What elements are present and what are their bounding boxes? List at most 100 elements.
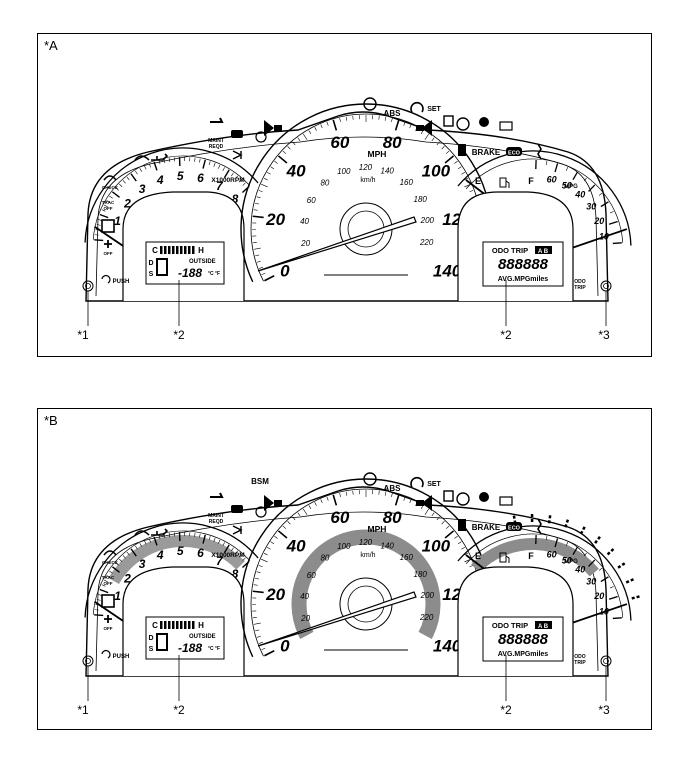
cruise-control-icon — [410, 476, 424, 488]
speedo-tick — [253, 209, 258, 211]
tach-tick — [115, 187, 119, 191]
dimmer-right-knob-center — [603, 283, 609, 289]
mpg-tick — [572, 171, 579, 181]
kmh-number-label: 20 — [300, 614, 310, 623]
mpg-segment-indicator — [631, 594, 642, 600]
tach-outer-arc — [84, 147, 259, 243]
tach-tick — [238, 553, 242, 558]
tach-number-label: 5 — [177, 544, 184, 558]
tach-tick — [218, 164, 221, 169]
speedo-tick — [253, 622, 261, 625]
kmh-number-label: 120 — [359, 163, 373, 172]
lcd-bar-segment — [184, 246, 187, 254]
lcd-fuel-temp-label: C — [152, 621, 158, 630]
speedo-tick — [314, 127, 317, 131]
fuel-outer-arc — [457, 525, 632, 621]
mpg-number-label: 50 — [562, 180, 572, 190]
speedo-tick — [457, 166, 462, 170]
mpg-number-label: 40 — [574, 190, 585, 200]
push-label: PUSH — [113, 279, 130, 285]
bsm-indicator-label: BSM — [251, 477, 269, 486]
tach-tick — [106, 575, 111, 578]
mpg-tick — [572, 546, 579, 556]
tach-tick — [109, 195, 113, 199]
tach-tick — [223, 169, 230, 178]
callout-label-1: *1 — [77, 328, 89, 342]
eco-indicator-badge — [506, 522, 522, 531]
passenger-seatbelt-icon — [537, 143, 542, 160]
trac-label: TRAC — [102, 575, 115, 580]
tach-tick — [144, 540, 147, 545]
speedo-tick — [445, 525, 450, 529]
speedo-tick — [263, 177, 268, 181]
tach-tick — [223, 544, 230, 553]
right-turn-signal-icon — [422, 495, 432, 511]
tach-tick — [222, 167, 225, 172]
mpg-tick — [583, 177, 587, 182]
mpg-segment-indicator — [547, 513, 552, 524]
tach-tick — [118, 183, 123, 187]
tach-tick — [153, 161, 158, 171]
tach-tick — [158, 535, 161, 540]
abs-indicator-label: ABS — [384, 109, 402, 118]
speedo-tick — [277, 155, 288, 164]
speedo-tick — [282, 525, 287, 529]
mpg-segment-indicator — [606, 546, 616, 556]
speedo-tick — [384, 491, 387, 496]
tach-tick — [218, 539, 221, 544]
lcd-bar-segment — [168, 246, 171, 254]
speedo-tick — [263, 552, 268, 556]
right-turn-signal-icon — [422, 120, 432, 136]
mpg-tick — [554, 163, 559, 173]
cluster-housing — [85, 486, 609, 677]
lcd-outside-label: OUTSIDE — [189, 634, 216, 640]
check-engine-icon — [103, 550, 117, 556]
speedo-tick — [441, 146, 445, 150]
speedo-tick — [261, 272, 266, 276]
mpg-tick — [588, 559, 596, 567]
speedo-tick — [302, 133, 308, 140]
check-engine-label: CHECK — [102, 560, 119, 565]
tach-tick — [111, 191, 120, 198]
tach-number-label: 2 — [123, 196, 131, 210]
speedo-tick — [391, 118, 393, 123]
speedo-tick — [444, 155, 455, 164]
speedo-tick — [264, 650, 275, 657]
fuel-inner-arc — [465, 533, 624, 618]
tach-unit-label: X1000RPM — [211, 552, 244, 559]
tach-tick — [126, 551, 130, 556]
seatbelt-warning-icon — [443, 115, 454, 127]
coolant-temp-icon — [134, 530, 150, 536]
speedo-tick — [270, 166, 275, 170]
tach-number-label: 3 — [139, 182, 146, 196]
check-engine-label: CHECK — [102, 185, 119, 190]
tach-tick — [103, 204, 108, 208]
tach-tick — [213, 537, 216, 542]
mpg-number-label: 40 — [574, 565, 585, 575]
tach-unit-label: X1000RPM — [211, 177, 244, 184]
trip-knob-label: TRIP — [574, 285, 586, 291]
lcd-bar-segment — [192, 621, 195, 629]
cluster-housing — [85, 111, 609, 302]
lcd-bar-segment — [180, 621, 183, 629]
check-engine-icon — [103, 175, 117, 181]
speedo-tick — [403, 121, 406, 126]
tach-tick — [139, 168, 142, 172]
mpg-tick — [609, 586, 614, 589]
speedo-tick — [409, 124, 412, 129]
kmh-number-label: 80 — [320, 179, 329, 188]
kmh-number-label: 60 — [307, 196, 316, 205]
speedo-tick — [261, 558, 268, 563]
kmh-number-label: 20 — [300, 239, 310, 248]
speedo-tick — [282, 150, 287, 154]
odo-trip-left-knob-center — [85, 283, 91, 289]
speedo-tick — [261, 647, 266, 651]
speedo-tick — [256, 635, 261, 638]
speedo-tick — [256, 571, 261, 574]
lcd-temperature-readout: -188 — [178, 641, 202, 655]
fuel-empty-label: E — [475, 176, 481, 186]
lcd-avg-mpg-label: AVG.MPGmiles — [498, 276, 549, 283]
speedo-tick — [457, 541, 462, 545]
lcd-trip-ab-box — [535, 621, 552, 629]
mph-unit-label: MPH — [368, 524, 387, 534]
